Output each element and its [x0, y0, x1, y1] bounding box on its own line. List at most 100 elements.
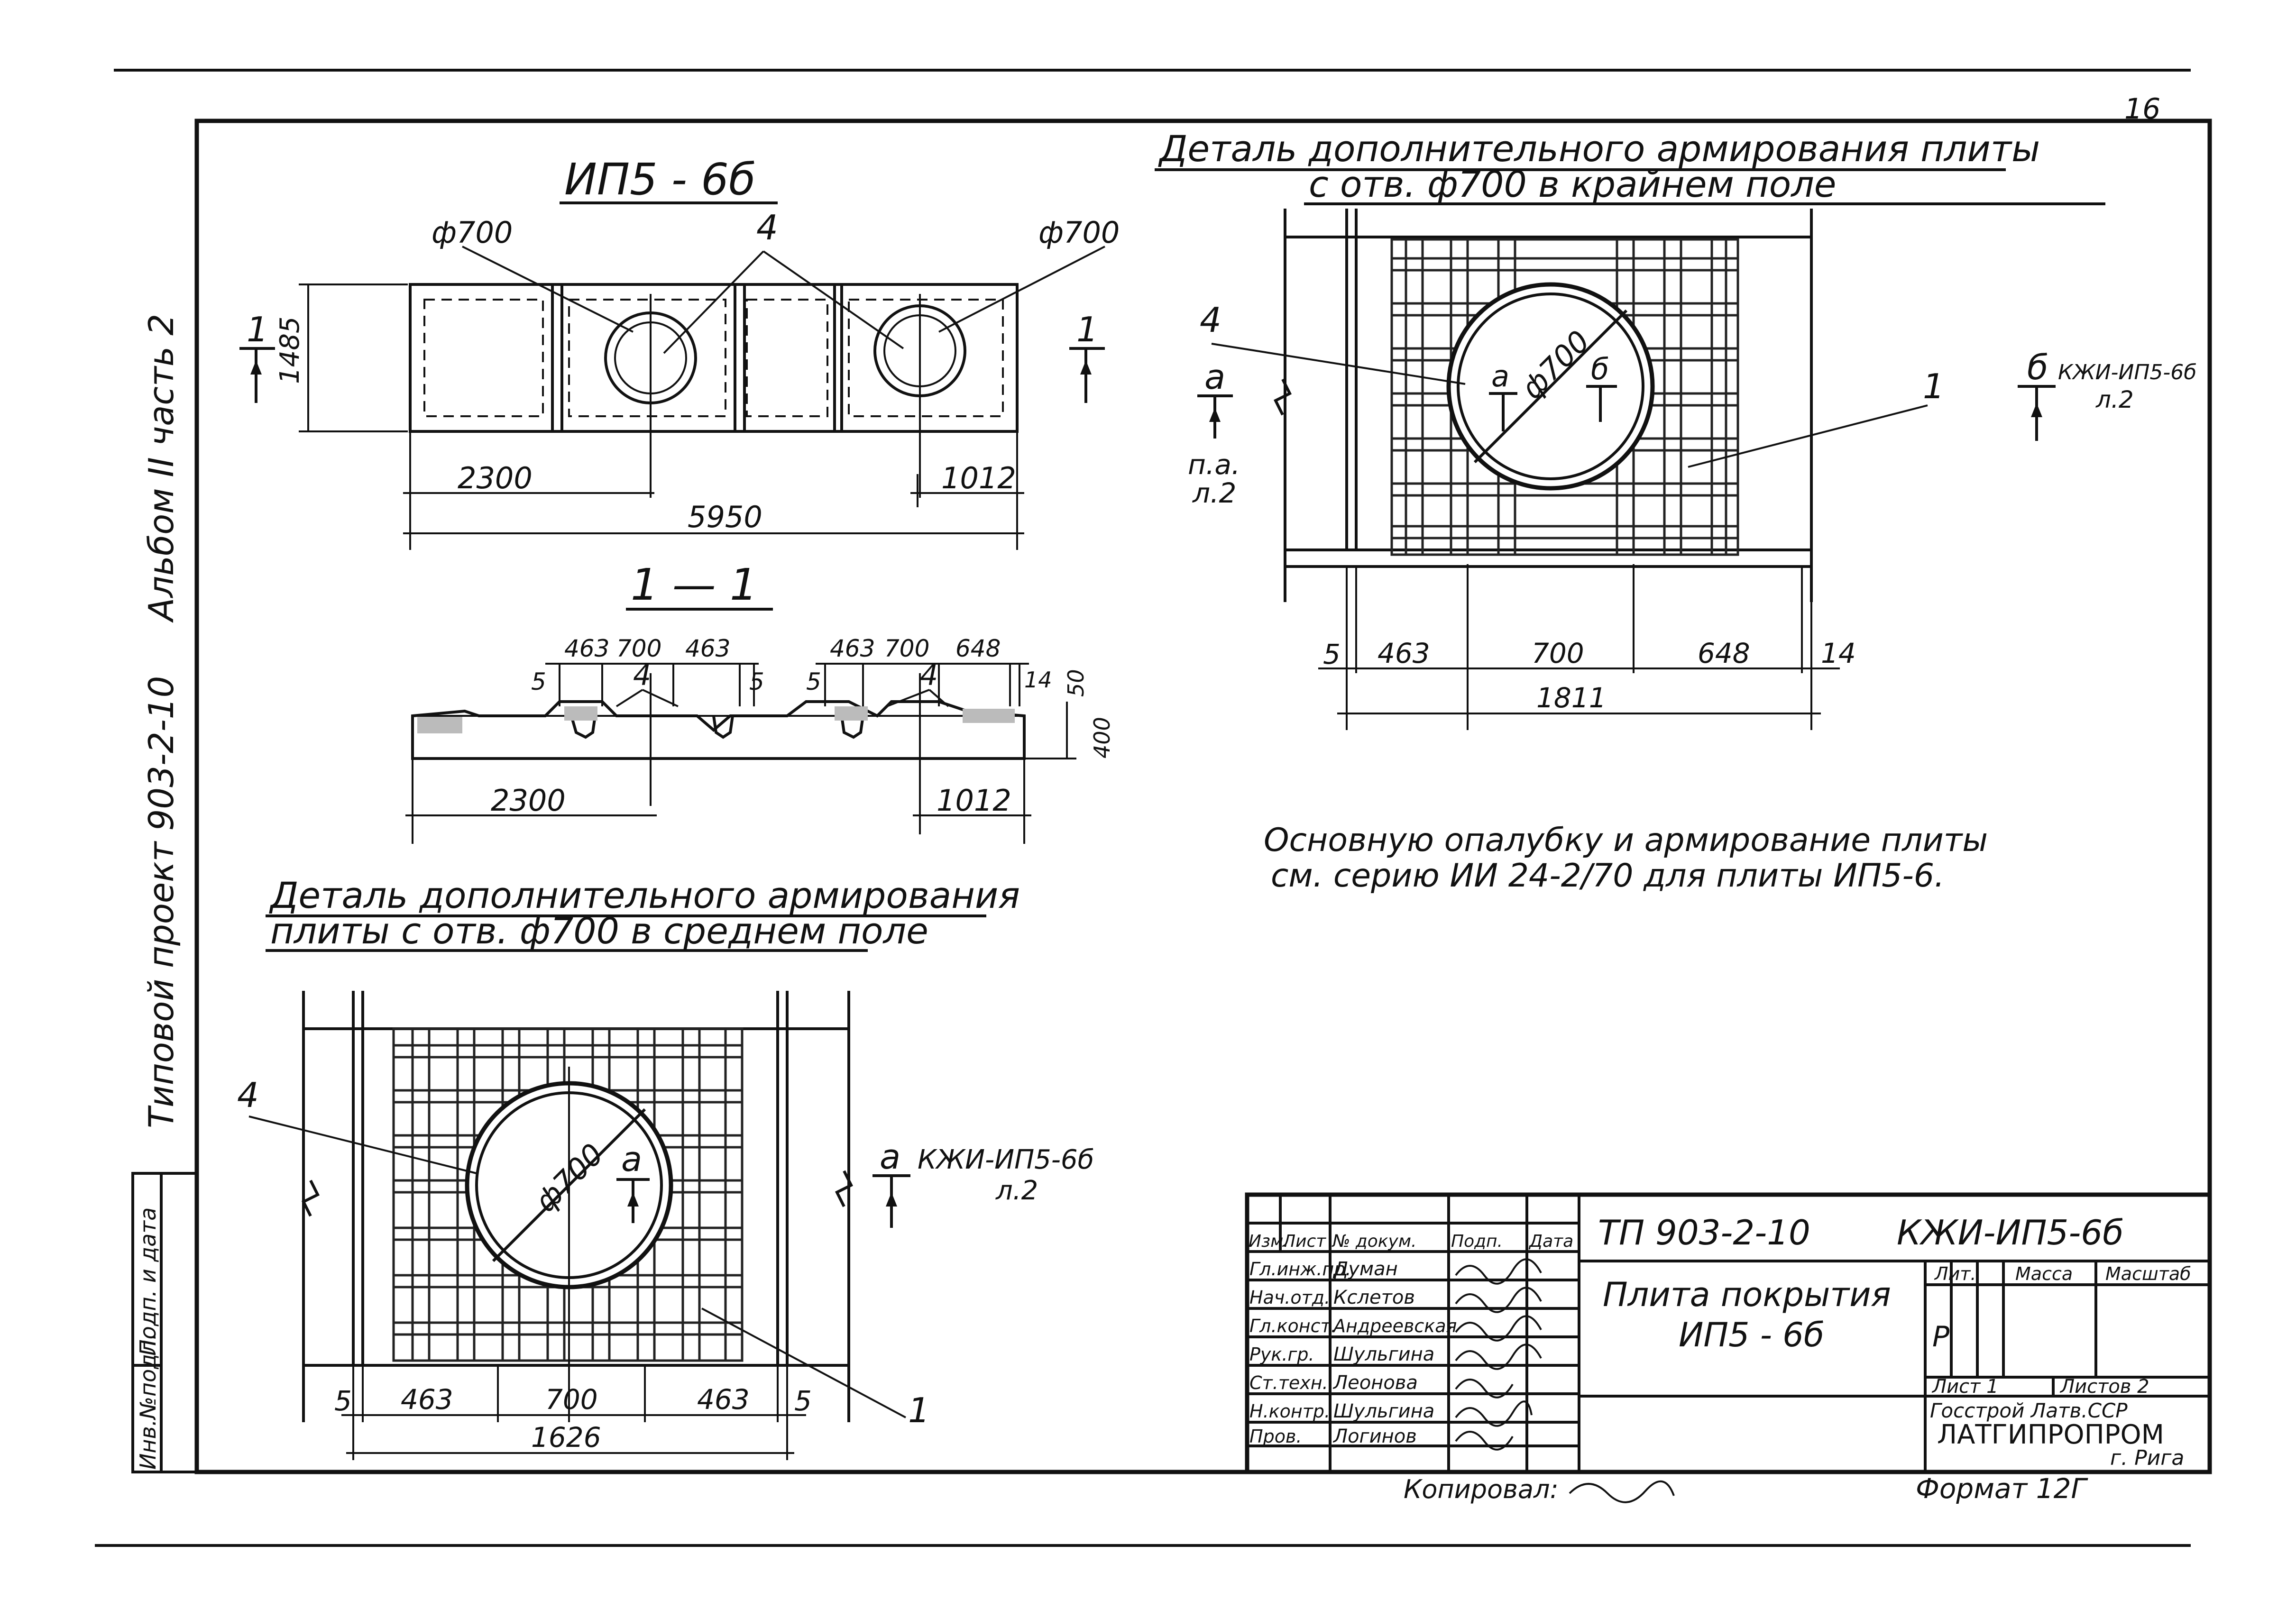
section-dim-5a: 5 [531, 668, 546, 695]
detail-mid-dim-1: 5 [334, 1385, 352, 1417]
section-dim-400: 400 [1089, 717, 1115, 759]
detail-edge-dim-5: 14 [1821, 637, 1856, 669]
slab-outline [409, 283, 1019, 433]
stamp-inv: Инв.№подл. [135, 1333, 161, 1470]
plan-title: ИП5 - 6б [564, 154, 756, 205]
tb-sheet: Лист 1 [1931, 1376, 1999, 1398]
detail-edge-title2: с отв. ф700 в крайнем поле [1309, 163, 1837, 205]
plan-section-left: 1 [247, 310, 268, 349]
detail-edge-dim-2: 463 [1378, 637, 1430, 669]
detail-edge-ref-a-note1: п.а. [1188, 448, 1240, 481]
detail-edge-mark-4: 4 [1200, 300, 1221, 340]
detail-mid-mark-a: а [621, 1139, 642, 1179]
detail-edge-title1: Деталь дополнительного армирования плиты [1158, 128, 2040, 170]
detail-edge-ref-b-sheet: л.2 [2095, 386, 2134, 413]
tb-name-6: Шульгина [1333, 1400, 1434, 1422]
tb-stage-mass: Масса [2015, 1263, 2073, 1284]
detail-mid-title2: плиты с отв. ф700 в среднем поле [270, 910, 928, 952]
tb-h-sign: Подп. [1451, 1232, 1503, 1251]
note-line2: см. серию ИИ 24-2/70 для плиты ИП5-6. [1271, 857, 1945, 895]
detail-mid-dim-3: 700 [545, 1383, 598, 1416]
section-dim-5c: 5 [806, 668, 821, 695]
tb-h-list: Лист [1282, 1232, 1326, 1251]
tb-stage-scale: Масштаб [2105, 1263, 2191, 1284]
side-margin: Типовой проект 903-2-10 Альбом II часть … [141, 314, 181, 1128]
tb-name-line2: ИП5 - 6б [1679, 1316, 1824, 1354]
detail-mid-ref-a: а [880, 1137, 900, 1177]
tb-name-7: Логинов [1332, 1426, 1417, 1447]
plan-hole-right: ф700 [1038, 215, 1120, 250]
tb-stage: Р [1932, 1320, 1950, 1353]
plan-dim-left: 2300 [458, 461, 533, 495]
tb-h-doc: № докум. [1332, 1232, 1416, 1251]
detail-mid-ref-doc: КЖИ-ИП5-6б [918, 1144, 1094, 1175]
tb-name-4: Шульгина [1333, 1344, 1434, 1365]
detail-edge-mark-1: 1 [1923, 366, 1945, 406]
tb-sheets: Листов 2 [2059, 1376, 2149, 1398]
plan-rebar-mark: 4 [756, 208, 778, 247]
section-dim-l2: 700 [616, 635, 661, 662]
tb-role-3: Гл.конст. [1249, 1316, 1337, 1336]
detail-mid-mark-1: 1 [908, 1390, 930, 1430]
section-dim-50: 50 [1063, 669, 1089, 697]
side-project: Типовой проект 903-2-10 [141, 676, 181, 1128]
section-mark-left: 4 [633, 659, 651, 692]
detail-edge-mark-a: а [1491, 359, 1509, 393]
tb-role-5: Ст.техн. [1249, 1372, 1328, 1393]
tb-name-2: Кслетов [1333, 1287, 1415, 1308]
tb-project-code: ТП 903-2-10 [1598, 1213, 1810, 1252]
tb-name-5: Леонова [1332, 1372, 1418, 1394]
tb-name-1: Думан [1332, 1258, 1398, 1280]
plan-dim-right: 1012 [941, 461, 1016, 495]
note-line1: Основную опалубку и армирование плиты [1264, 822, 1988, 859]
tb-stage-lit: Лит. [1934, 1263, 1976, 1284]
detail-mid-ref-sheet: л.2 [995, 1175, 1038, 1206]
footer-copied: Копировал: [1404, 1474, 1559, 1504]
section-dim-r1: 463 [830, 635, 875, 662]
detail-edge-ref-a-note2: л.2 [1192, 477, 1236, 509]
section-dim-l3: 463 [685, 635, 730, 662]
tb-role-7: Пров. [1249, 1426, 1302, 1447]
detail-edge-mark-b: б [1591, 352, 1609, 386]
detail-mid-dim-4: 463 [697, 1383, 750, 1416]
detail-edge-ref-a: а [1204, 357, 1225, 397]
detail-edge-dim-4: 648 [1698, 637, 1750, 669]
plan-dim-total: 5950 [688, 500, 762, 534]
plan-section-right: 1 [1076, 310, 1098, 349]
section-dim-left: 2300 [491, 783, 566, 818]
stamp-column: Инв.№подл. Подп. и дата [131, 1172, 198, 1473]
plan-height-dim: 1485 [275, 316, 305, 384]
section-dim-l1: 463 [564, 635, 609, 662]
tb-role-6: Н.контр. [1249, 1401, 1330, 1422]
detail-mid-dim-5: 5 [794, 1385, 812, 1417]
tb-h-izm: Изм. [1249, 1232, 1289, 1251]
detail-mid-mark-4: 4 [237, 1075, 259, 1115]
section-dim-r2: 700 [884, 635, 929, 662]
footer-format: Формат 12Г [1916, 1472, 2089, 1505]
detail-mid-dim-total: 1626 [531, 1421, 601, 1453]
stamp-sign: Подп. и дата [135, 1207, 161, 1356]
detail-edge-ref-b-doc: КЖИ-ИП5-6б [2058, 360, 2196, 384]
tb-h-date: Дата [1528, 1232, 1573, 1251]
detail-edge: Деталь дополнительного армирования плиты… [1155, 128, 2196, 730]
tb-name-line1: Плита покрытия [1603, 1275, 1891, 1314]
drawing-frame [194, 119, 2212, 1474]
section-mark-right: 4 [920, 659, 938, 692]
page-mark: 16 [2124, 92, 2160, 126]
side-album: Альбом II часть 2 [141, 314, 181, 623]
tb-org1: Госстрой Латв.ССР [1930, 1399, 2128, 1422]
plan-hole-left: ф700 [432, 215, 513, 250]
signatures [1455, 1258, 1542, 1451]
section-view: 1 — 1 463 700 463 [405, 559, 1115, 844]
detail-edge-dim-total: 1811 [1536, 682, 1607, 714]
detail-edge-ref-b: б [2027, 347, 2048, 387]
section-dim-right: 1012 [937, 783, 1011, 818]
title-block: Изм. Лист № докум. Подп. Дата Гл.инж.пр.… [1245, 1192, 2212, 1474]
detail-mid: Деталь дополнительного армирования плиты… [237, 874, 1094, 1460]
tb-org3: г. Рига [2110, 1446, 2184, 1470]
plan-view: ИП5 - 6б ф700 ф700 [239, 154, 1120, 550]
tb-role-1: Гл.инж.пр. [1249, 1259, 1351, 1280]
section-dim-14: 14 [1024, 667, 1052, 693]
tb-drawing-code: КЖИ-ИП5-6б [1897, 1213, 2124, 1252]
